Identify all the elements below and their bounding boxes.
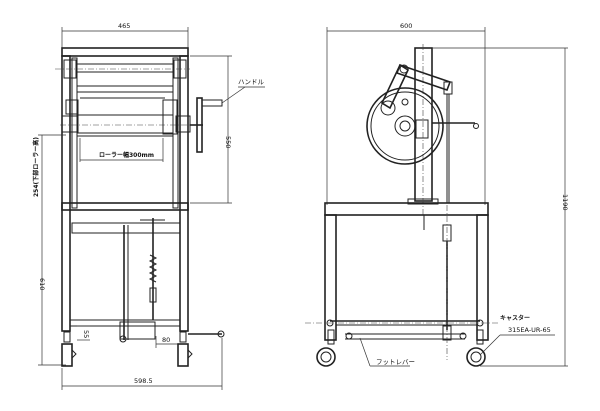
left-outer-post: [61, 55, 71, 332]
dim-1190-label: 1190: [561, 194, 569, 211]
foot-lever-label: フットレバー: [376, 358, 415, 366]
dim-80: 80: [155, 336, 180, 348]
top-frame: [61, 47, 189, 57]
lever-rod: [123, 218, 165, 340]
left-inner-post: [71, 57, 78, 209]
dim-55-label: 55: [82, 330, 90, 338]
handwheel: [366, 87, 444, 165]
dim-254: 254(下部ローラー高): [32, 134, 66, 203]
dim-55: 55: [77, 325, 90, 341]
side-view: 600 119: [305, 22, 569, 367]
dim-465-label: 465: [118, 22, 130, 30]
side-rod: [442, 205, 452, 360]
side-caster-front: [316, 329, 336, 367]
caster-label: キャスター: [500, 314, 530, 322]
right-outer-post: [179, 55, 189, 332]
caster-model-label: 315EA-UR-65: [508, 326, 551, 334]
tension-arm: [380, 63, 453, 203]
dim-80-label: 80: [162, 336, 170, 344]
dim-610-label: 610: [38, 278, 46, 290]
table-frame: [61, 202, 189, 211]
front-view: 465: [32, 22, 265, 390]
dim-598-5: 598.5: [61, 338, 223, 390]
bottom-frame: [69, 319, 181, 327]
handle-leader: [221, 86, 246, 104]
front-caster-right: [177, 331, 193, 367]
handle-label: ハンドル: [238, 78, 265, 86]
rollers: [55, 63, 200, 137]
cross-member: [71, 222, 181, 234]
dim-254-label: 254(下部ローラー高): [32, 137, 40, 197]
side-leg-front: [324, 214, 337, 341]
dim-598-5-label: 598.5: [134, 377, 153, 385]
dim-550-label: 550: [224, 136, 232, 148]
side-table-top: [324, 202, 489, 216]
dim-550: 550: [190, 55, 232, 204]
pedal-bracket: [119, 321, 156, 340]
dim-600-label: 600: [400, 22, 412, 30]
side-caster-rear: [466, 329, 486, 367]
dim-600: 600: [326, 22, 486, 205]
front-caster-left: [61, 331, 77, 367]
column-base: [407, 198, 439, 205]
roller-width-label: ローラー幅300mm: [99, 151, 154, 159]
dim-roller-width: ローラー幅300mm: [79, 138, 164, 162]
bearing-blocks: [61, 59, 191, 135]
dim-1190: 1190: [432, 47, 569, 367]
dim-465: 465: [61, 22, 189, 50]
handle: [190, 97, 223, 153]
